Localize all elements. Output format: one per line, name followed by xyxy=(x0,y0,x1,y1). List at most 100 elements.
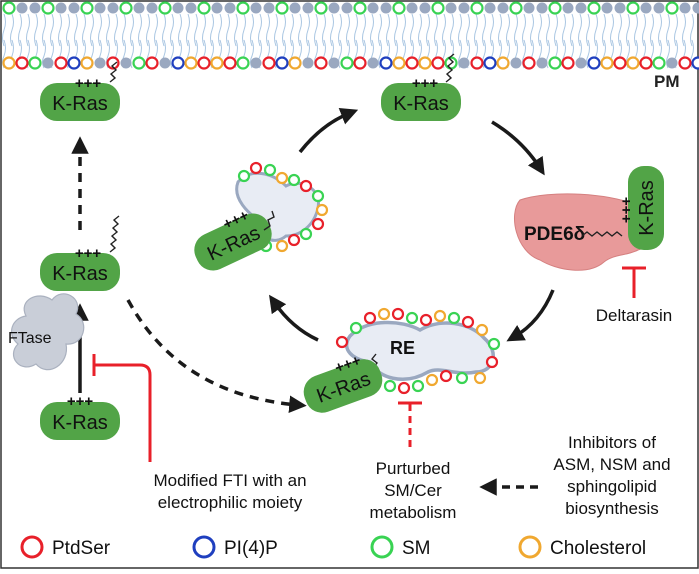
vesicle-lipid xyxy=(277,173,287,183)
inhibitors-line3: sphingolipid xyxy=(567,477,657,496)
lipid-head xyxy=(602,58,613,69)
lipid-head xyxy=(420,3,431,14)
lipid-head xyxy=(446,3,457,14)
lipid-head xyxy=(433,58,444,69)
sm-lipid xyxy=(160,3,171,14)
lipid-head xyxy=(277,58,288,69)
pde6d-label: PDE6δ xyxy=(524,224,585,245)
perturbed-line1: Purturbed xyxy=(376,459,451,478)
re-lipid xyxy=(413,381,423,391)
inhibitors-line1: Inhibitors of xyxy=(568,433,656,452)
lipid-head xyxy=(43,58,54,69)
lipid-head xyxy=(459,3,470,14)
lipid-head xyxy=(485,58,496,69)
vesicle-lipid xyxy=(239,171,249,181)
legend-swatch-cholesterol xyxy=(520,537,540,557)
lipid-head xyxy=(69,58,80,69)
vesicle-lipid xyxy=(289,235,299,245)
lipid-head xyxy=(563,58,574,69)
lipid-head xyxy=(95,3,106,14)
lipid-head xyxy=(368,58,379,69)
sm-lipid xyxy=(394,3,405,14)
lipid-head xyxy=(290,58,301,69)
re-lipid xyxy=(441,371,451,381)
legend-label-ptdser: PtdSer xyxy=(52,538,111,559)
sm-lipid xyxy=(472,3,483,14)
lipid-head xyxy=(225,58,236,69)
lipid-head xyxy=(186,3,197,14)
lipid-head xyxy=(212,58,223,69)
re-lipid xyxy=(475,373,485,383)
legend-swatch-ptdser xyxy=(22,537,42,557)
sm-lipid xyxy=(316,3,327,14)
re-lipid xyxy=(457,373,467,383)
re-lipid xyxy=(435,311,445,321)
lipid-head xyxy=(472,58,483,69)
transport-vesicle: K-Ras +++ xyxy=(185,163,327,276)
recycling-endosome: RE K-Ras +++ xyxy=(296,309,499,418)
lipid-head xyxy=(251,58,262,69)
re-lipid xyxy=(393,309,403,319)
re-lipid xyxy=(477,325,487,335)
charges-label: +++ xyxy=(618,197,635,224)
lipid-head xyxy=(576,3,587,14)
lipid-head xyxy=(381,58,392,69)
legend-label-cholesterol: Cholesterol xyxy=(550,538,646,559)
re-lipid xyxy=(365,313,375,323)
re-lipid xyxy=(489,339,499,349)
sm-lipid xyxy=(433,3,444,14)
pde6d-charges: +++ xyxy=(618,197,635,224)
lipid-head xyxy=(342,3,353,14)
lipid-head xyxy=(641,3,652,14)
lipid-head xyxy=(485,3,496,14)
lipid-tail xyxy=(547,14,550,68)
lipid-head xyxy=(680,58,691,69)
lipid-tail xyxy=(339,14,342,68)
lipid-head xyxy=(17,3,28,14)
lipid-head xyxy=(576,58,587,69)
lipid-head xyxy=(524,58,535,69)
lipid-head xyxy=(654,58,665,69)
lipid-head xyxy=(563,3,574,14)
re-lipid xyxy=(449,313,459,323)
lipid-head xyxy=(615,3,626,14)
lipid-head xyxy=(30,3,41,14)
vesicle-lipid xyxy=(301,181,311,191)
lipid-head xyxy=(420,58,431,69)
lipid-head xyxy=(186,58,197,69)
lipid-head xyxy=(498,58,509,69)
sm-lipid xyxy=(238,3,249,14)
re-label: RE xyxy=(390,338,415,358)
lipid-head xyxy=(173,58,184,69)
deltarasin-label: Deltarasin xyxy=(596,306,673,325)
lipid-head xyxy=(160,58,171,69)
lipid-head xyxy=(589,58,600,69)
lipid-head xyxy=(56,3,67,14)
charges-label: +++ xyxy=(67,393,94,410)
kras-label: K-Ras xyxy=(636,180,658,236)
re-lipid xyxy=(385,381,395,391)
lipid-head xyxy=(537,3,548,14)
sm-lipid xyxy=(43,3,54,14)
lipid-head xyxy=(69,3,80,14)
lipid-head xyxy=(628,58,639,69)
sm-lipid xyxy=(277,3,288,14)
pde6d-complex: PDE6δ K-Ras +++ xyxy=(514,166,664,270)
legend: PtdSer PI(4)P SM Cholesterol xyxy=(22,537,646,559)
vesicle-lipid xyxy=(251,163,261,173)
re-lipid xyxy=(487,357,497,367)
lipid-head xyxy=(511,58,522,69)
lipid-head xyxy=(56,58,67,69)
re-lipid xyxy=(421,315,431,325)
ftase-enzyme: FTase xyxy=(8,294,84,370)
lipid-head xyxy=(173,3,184,14)
charges-label: +++ xyxy=(75,245,102,262)
lipid-head xyxy=(342,58,353,69)
kras-label: K-Ras xyxy=(52,412,108,434)
fti-label-line2: electrophilic moiety xyxy=(158,493,303,512)
sm-lipid xyxy=(82,3,93,14)
lipid-head xyxy=(95,58,106,69)
lipid-head xyxy=(134,58,145,69)
pm-label: PM xyxy=(654,72,680,91)
